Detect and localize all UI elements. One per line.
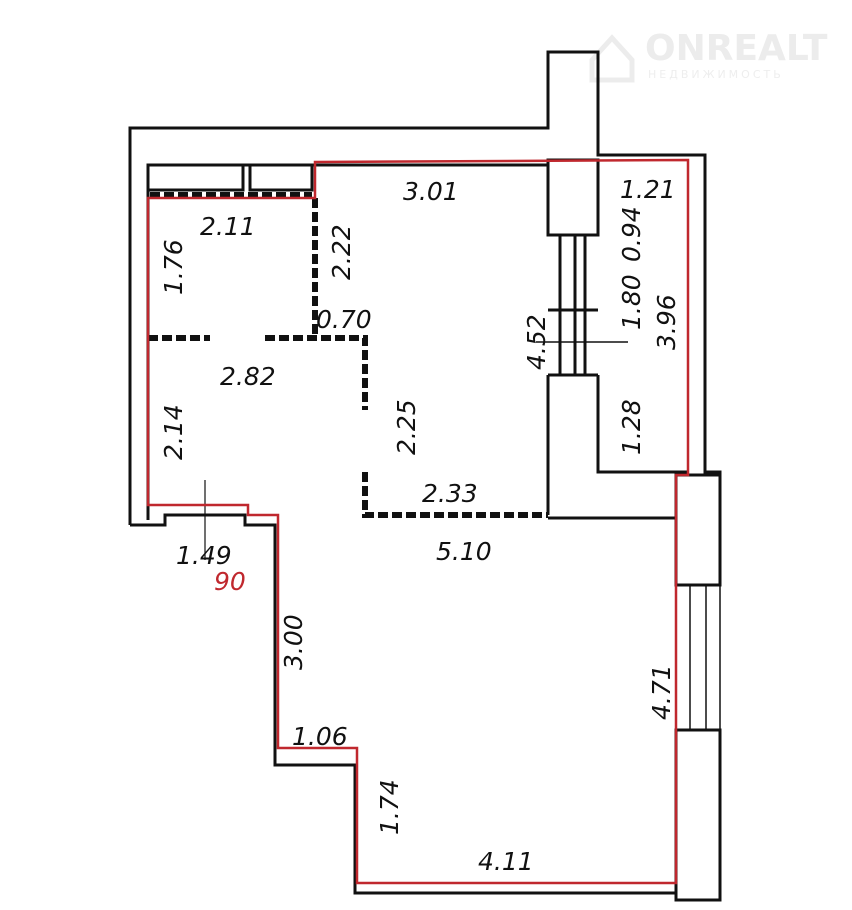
apartment-outline [146,158,690,885]
dim-4-71: 4.71 [647,664,676,720]
watermark-subtitle: НЕДВИЖИМОСТЬ [648,68,784,81]
dim-3-00: 3.00 [279,614,308,670]
dim-2-11: 2.11 [200,212,256,241]
dim-2-33: 2.33 [422,479,478,508]
dim-2-22: 2.22 [327,224,356,280]
dim-4-11: 4.11 [478,847,534,876]
dim-2-14: 2.14 [159,404,188,460]
dim-1-21: 1.21 [620,175,676,204]
dim-1-49: 1.49 [176,541,232,570]
watermark-logo: ONREALT НЕДВИЖИМОСТЬ [589,28,828,83]
dim-1-76: 1.76 [159,239,188,295]
dim-2-82: 2.82 [220,362,276,391]
dim-0-70: 0.70 [316,305,372,334]
dimension-labels: 3.01 1.21 2.11 1.76 2.22 0.94 1.80 3.96 … [159,175,681,876]
partition-walls [148,192,548,518]
door-width-label: 90 [214,567,246,596]
dim-5-10: 5.10 [436,537,492,566]
dim-1-74: 1.74 [375,779,404,835]
dim-1-06: 1.06 [292,722,348,751]
dim-3-01: 3.01 [403,177,459,206]
watermark-brand: ONREALT [645,28,828,69]
dim-4-52: 4.52 [522,314,551,370]
dim-3-96: 3.96 [652,294,681,350]
dim-1-80: 1.80 [617,274,646,330]
dim-2-25: 2.25 [392,399,421,455]
dim-0-94: 0.94 [617,206,646,262]
dim-1-28: 1.28 [617,399,646,455]
